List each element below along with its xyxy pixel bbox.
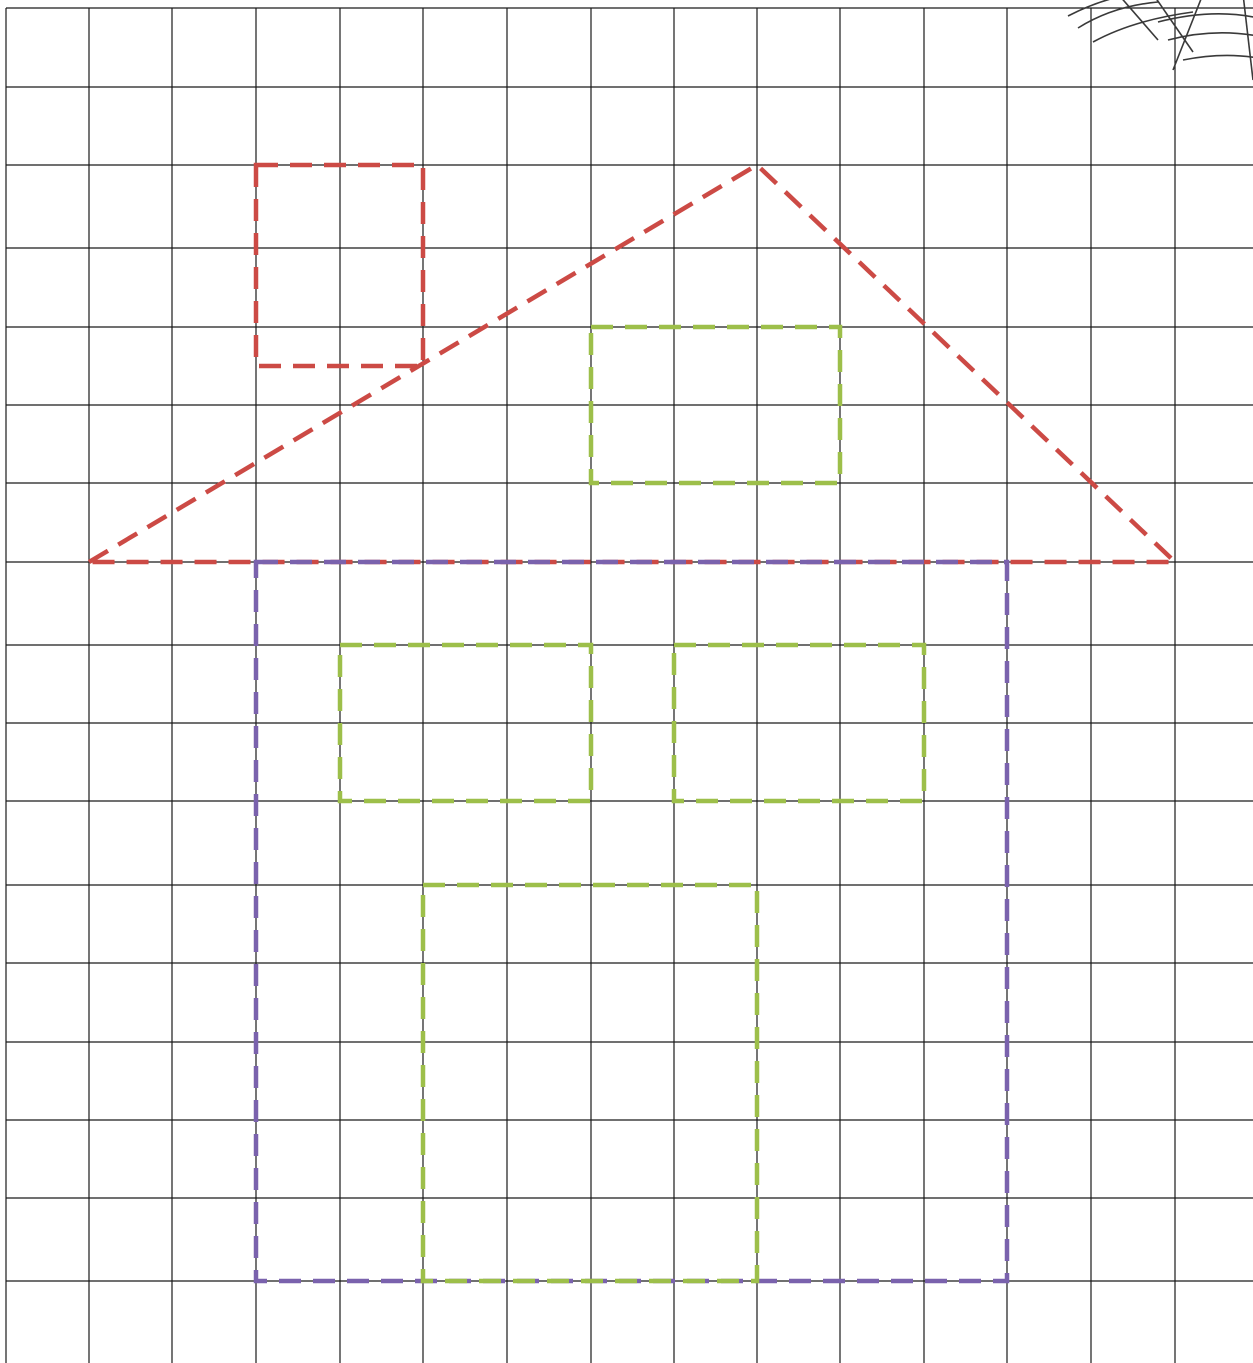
house-grid-worksheet — [0, 0, 1253, 1363]
page-background — [0, 0, 1253, 1363]
